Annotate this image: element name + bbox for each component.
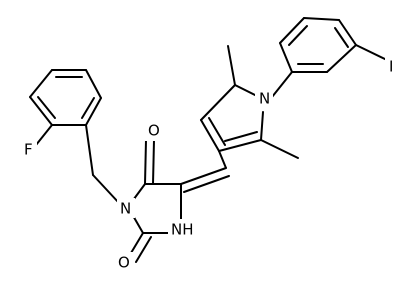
bond-benzyl-ch2-2 [92, 174, 120, 204]
bond-c4-oxygen-second [152, 139, 155, 185]
bond-n-aryl [271, 71, 293, 98]
bond-pyrrole-methyl-top [227, 45, 236, 86]
bond-iodophenyl-2-inner [288, 25, 308, 46]
bond-iodophenyl-5 [326, 44, 357, 73]
bond-fluorophenyl-4-inner [81, 97, 95, 119]
bond-lines [29, 17, 388, 263]
bond-pyrrole-c3-c4 [200, 119, 220, 152]
bond-pyrrole-c2-c3 [218, 139, 262, 152]
amine-label: NH [171, 221, 194, 239]
bond-fluorophenyl-6 [29, 96, 53, 126]
bond-methylidene-second [183, 175, 230, 193]
bond-iodophenyl-3 [303, 17, 340, 21]
top-oxygen-label: O [148, 122, 160, 140]
bond-c2-oxygen-second [135, 236, 152, 263]
bond-iodophenyl-4-inner [334, 27, 349, 48]
bond-c-iodine [355, 44, 388, 61]
iodine-label: I [389, 58, 393, 76]
bond-pyrrole-c4-c5 [200, 84, 236, 121]
bond-pyrrole-n-c2 [260, 111, 264, 141]
bond-iodophenyl-1 [279, 42, 293, 73]
bond-c-f [35, 124, 53, 146]
bond-pyrrole-methyl-bottom [260, 139, 299, 159]
atom-labels: F I N N NH O O [21, 57, 397, 272]
bond-methylidene-to-pyrrole [218, 150, 227, 169]
bond-pyrrole-c5-n [234, 84, 258, 97]
fluorine-label: F [24, 141, 33, 159]
bond-benzyl-ch2-1 [85, 124, 94, 176]
bond-c4-oxygen [144, 139, 147, 185]
bottom-oxygen-label: O [118, 254, 130, 272]
imidazolidine-nitrogen-label: N [120, 200, 131, 218]
bond-fluorophenyl-6-inner [37, 96, 56, 119]
bond-pyrrole-c2-c3-inner [224, 131, 258, 142]
pyrrole-nitrogen-label: N [259, 90, 270, 108]
bond-methylidene [180, 167, 227, 185]
bond-iodophenyl-2 [279, 17, 305, 44]
bond-fluorophenyl-1 [29, 69, 53, 98]
bond-fluorophenyl-4 [85, 97, 102, 126]
bond-iodophenyl-4 [338, 19, 357, 46]
bond-fluorophenyl-3 [85, 69, 102, 99]
bond-pyrrole-c3-c4-inner [208, 117, 226, 146]
